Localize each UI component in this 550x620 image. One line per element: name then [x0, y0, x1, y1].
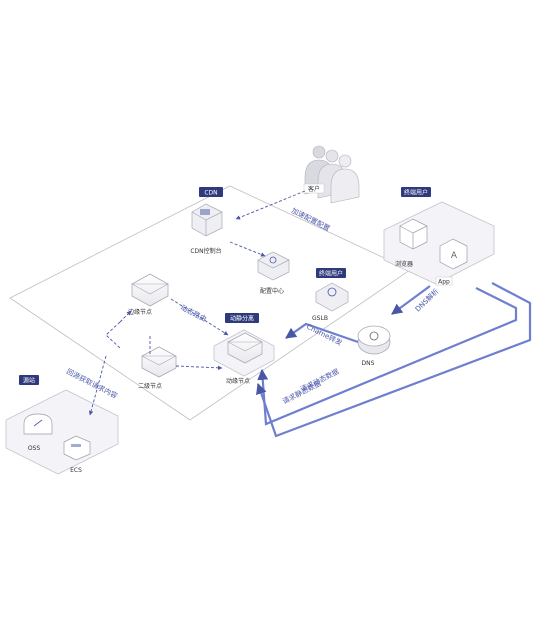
- config-center-group: 配置中心: [257, 251, 290, 295]
- customer-icon: [304, 145, 360, 204]
- config-icon: [257, 251, 290, 281]
- cdn-tag: CDN: [204, 190, 217, 197]
- cdn-console-group: CDN CDN控制台: [190, 187, 223, 255]
- gslb-label: GSLB: [312, 315, 328, 322]
- users-group: 终端用户 浏览器 A App: [383, 187, 495, 286]
- browser-icon: [399, 218, 428, 250]
- flow-accelerate-config: 加速配置配置: [290, 206, 332, 233]
- l2-node-group: 二级节点: [138, 346, 177, 390]
- svg-text:A: A: [451, 251, 458, 261]
- cdn-console-label: CDN控制台: [190, 247, 221, 255]
- origin-group: 源站 OSS ECS: [5, 375, 119, 475]
- dynamic-cat-tag: 动静分离: [230, 315, 254, 323]
- edge-node-icon: [130, 273, 170, 307]
- dashed-arrows: [88, 190, 306, 416]
- dyn-node-icon: [227, 332, 263, 364]
- console-icon: [191, 203, 223, 237]
- gslb-icon: [315, 282, 349, 312]
- l2-node-icon: [141, 346, 177, 378]
- dyn-node-group: 动静分离 动缘节点: [213, 313, 275, 385]
- flow-dynamic-route: 动态路由: [179, 303, 208, 324]
- dns-icon: [357, 325, 391, 355]
- dns-group: DNS: [357, 325, 391, 367]
- oss-icon: [23, 413, 53, 435]
- flow-dns-resolve: DNS解析: [413, 287, 440, 314]
- customer-label: 客户: [308, 185, 320, 193]
- config-center-label: 配置中心: [260, 287, 284, 295]
- solid-flows: [256, 282, 532, 438]
- edge-node-group: 边缘节点: [128, 273, 170, 316]
- app-label: App: [438, 279, 450, 286]
- flow-request-static: 请求静态数据: [281, 379, 323, 406]
- ecs-label: ECS: [70, 467, 82, 474]
- browser-label: 浏览器: [395, 260, 413, 268]
- oss-label: OSS: [28, 445, 41, 452]
- l2-node-label: 二级节点: [138, 382, 162, 390]
- gslb-group: 终端用户 GSLB: [312, 268, 349, 322]
- dyn-node-label: 动缘节点: [226, 377, 250, 385]
- users-tag: 终端用户: [404, 189, 428, 197]
- customer-group: 客户: [303, 145, 360, 204]
- edge-node-label: 边缘节点: [128, 308, 152, 316]
- origin-tag: 源站: [23, 377, 35, 385]
- app-icon: A: [439, 238, 468, 270]
- ecs-icon: [63, 435, 91, 461]
- dns-label: DNS: [362, 360, 375, 367]
- term-user-tag: 终端用户: [319, 270, 343, 278]
